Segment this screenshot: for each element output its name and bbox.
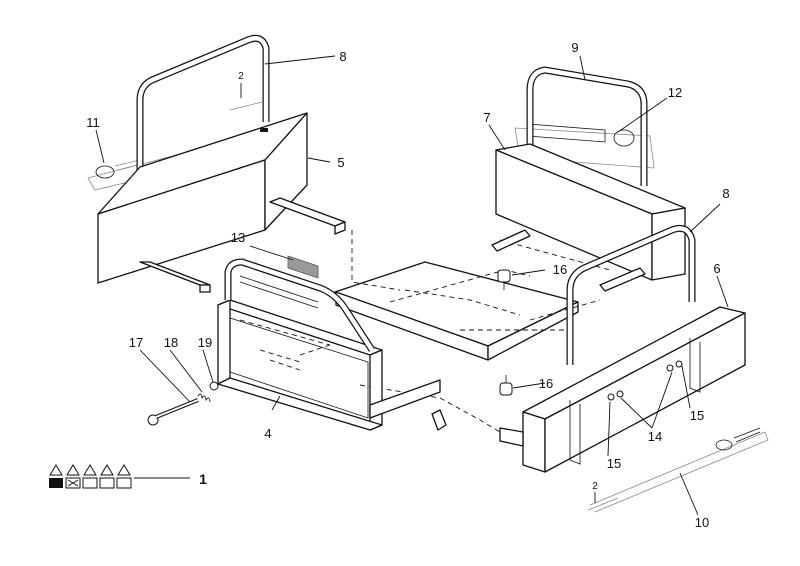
bolt-17	[147, 398, 199, 426]
callout-8-left: 8	[339, 49, 346, 64]
callout-4: 4	[264, 426, 271, 441]
knob-upper-icon	[497, 269, 511, 290]
callout-18: 18	[164, 335, 178, 350]
right-rear-panel	[491, 66, 686, 292]
leader-lines	[95, 55, 729, 516]
knob-lower-icon	[499, 375, 513, 396]
callout-15-right: 15	[690, 408, 704, 423]
callout-6: 6	[713, 261, 720, 276]
left-rear-panel	[87, 34, 346, 293]
callout-2-bottom: 2	[592, 481, 598, 492]
callout-5: 5	[337, 155, 344, 170]
callouts: 1 2 2 4 5 6 7 8 8 9 10 11 12 13 14 15 15…	[86, 40, 729, 530]
callout-16-lower: 16	[539, 376, 553, 391]
callout-13: 13	[231, 230, 245, 245]
warning-triangle-icon	[82, 464, 98, 489]
bed-floor	[299, 230, 611, 433]
warning-triangle-icon	[99, 464, 115, 489]
callout-2-top: 2	[238, 71, 244, 82]
callout-11: 11	[86, 115, 100, 130]
callout-1: 1	[199, 471, 207, 487]
decal-13	[287, 255, 319, 279]
warning-triangle-icon	[49, 464, 63, 488]
callout-15-left: 15	[607, 456, 621, 471]
logo-decal-icon	[95, 165, 115, 179]
callout-17: 17	[129, 335, 143, 350]
warning-triangle-icon	[65, 464, 81, 489]
callout-19: 19	[198, 335, 212, 350]
callout-7: 7	[483, 110, 490, 125]
callout-10: 10	[695, 515, 709, 530]
front-gate	[217, 258, 447, 431]
warning-decals	[49, 464, 132, 489]
callout-14: 14	[648, 429, 662, 444]
spring-18-icon	[197, 393, 211, 403]
callout-16-upper: 16	[553, 262, 567, 277]
callout-8-right: 8	[722, 186, 729, 201]
callout-9: 9	[571, 40, 578, 55]
warning-triangle-icon	[116, 464, 132, 489]
callout-12: 12	[668, 85, 682, 100]
right-side-panel	[499, 224, 746, 473]
washer-19-icon	[209, 381, 219, 391]
